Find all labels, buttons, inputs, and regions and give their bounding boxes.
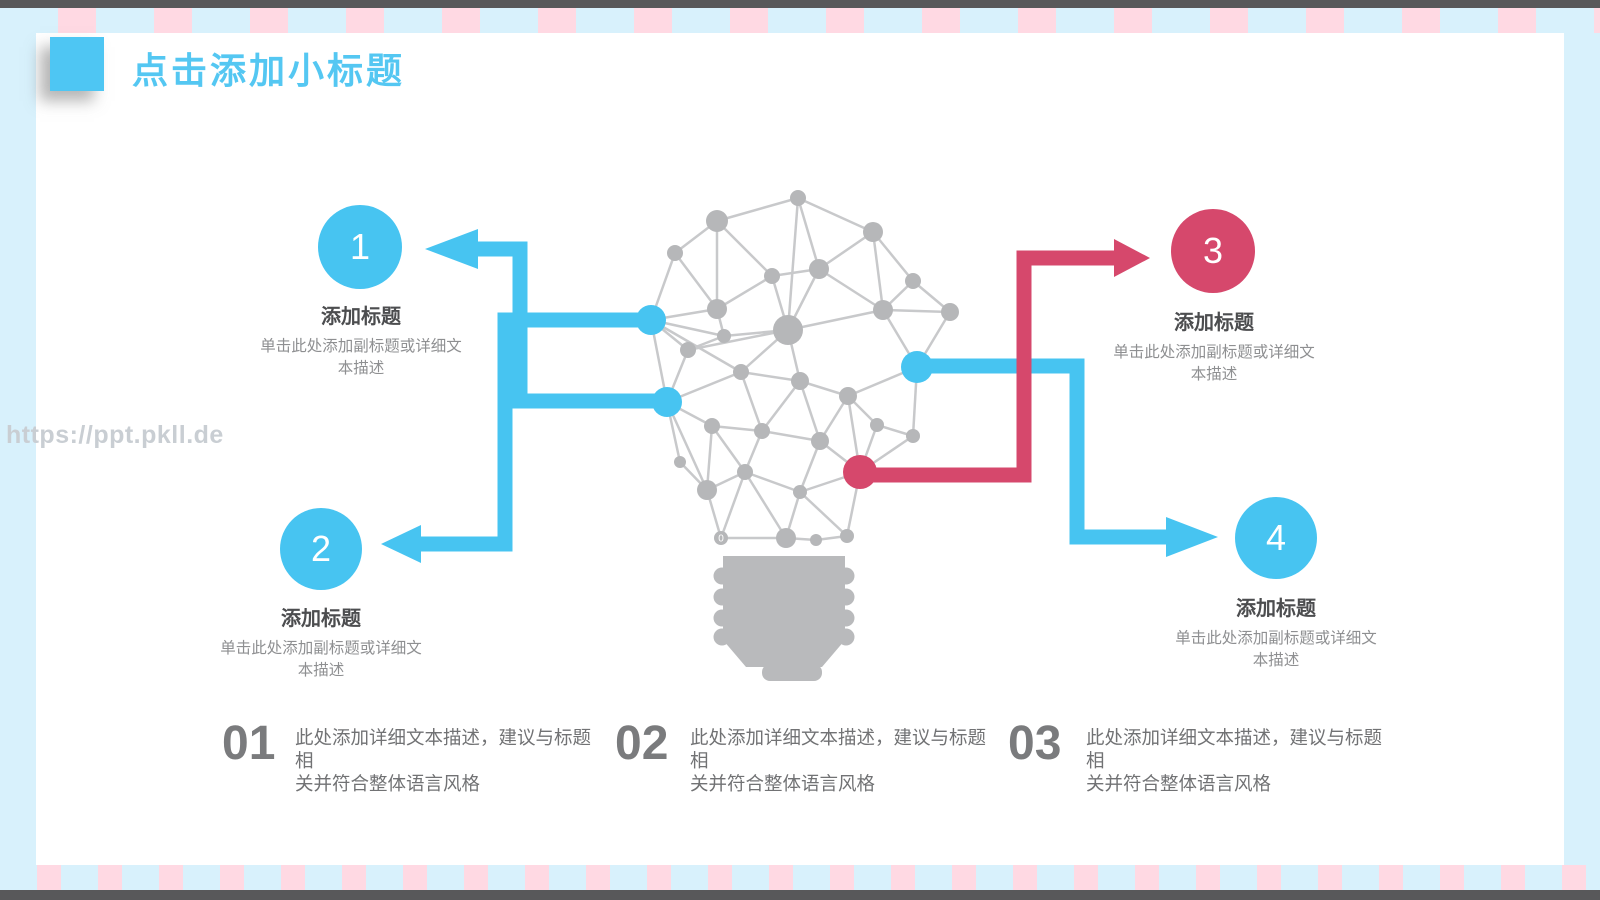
bulb-node xyxy=(791,372,809,390)
bulb-node xyxy=(754,423,770,439)
connector-3 xyxy=(862,239,1150,483)
content-panel xyxy=(36,33,1564,865)
bottom-item-3-number: 03 xyxy=(1008,717,1062,770)
bulb-node xyxy=(906,429,920,443)
bottom-item-3-line2: 关并符合整体语言风格 xyxy=(1086,773,1272,794)
callout-1-circle[interactable]: 1 xyxy=(318,205,402,289)
callout-2-title: 添加标题 xyxy=(281,608,361,630)
bulb-node-blue xyxy=(652,387,682,417)
callout-1-desc-line2: 本描述 xyxy=(337,360,385,377)
callout-4-textblock[interactable]: 添加标题 单击此处添加副标题或详细文 本描述 xyxy=(1136,592,1416,672)
bulb-node xyxy=(737,464,753,480)
bulb-node xyxy=(704,418,720,434)
bulb-node xyxy=(870,418,884,432)
bulb-node xyxy=(905,273,921,289)
connector-1 xyxy=(425,229,667,409)
bulb-node xyxy=(697,480,717,500)
bulb-node xyxy=(733,364,749,380)
callout-2-number: 2 xyxy=(310,528,332,569)
callout-4-desc-line2: 本描述 xyxy=(1252,652,1300,669)
callout-4-circle[interactable]: 4 xyxy=(1235,497,1317,579)
bottom-item-2-line1: 此处添加详细文本描述，建议与标题相 xyxy=(690,727,987,771)
left-edge-stripe xyxy=(0,33,36,865)
bulb-base xyxy=(713,556,855,681)
bottom-item-3-text[interactable]: 此处添加详细文本描述，建议与标题相 关并符合整体语言风格 xyxy=(1086,726,1386,795)
callout-1-title: 添加标题 xyxy=(321,306,401,328)
bulb-node-blue xyxy=(901,351,933,383)
bottom-item-1-line1: 此处添加详细文本描述，建议与标题相 xyxy=(295,727,592,771)
bulb-node xyxy=(773,315,803,345)
bulb-node xyxy=(811,432,829,450)
bottom-item-1-number: 01 xyxy=(222,717,276,770)
bulb-node xyxy=(793,485,807,499)
bulb-node-blue xyxy=(636,305,666,335)
bottom-item-1-text[interactable]: 此处添加详细文本描述，建议与标题相 关并符合整体语言风格 xyxy=(295,726,595,795)
top-dark-bar xyxy=(0,0,1600,8)
bulb-node xyxy=(863,222,883,242)
bulb-node-red xyxy=(843,455,877,489)
callout-3-desc-line1: 单击此处添加副标题或详细文 xyxy=(1113,344,1315,361)
bulb-node xyxy=(790,190,806,206)
callout-3-circle[interactable]: 3 xyxy=(1171,209,1255,293)
bottom-dark-bar xyxy=(0,890,1600,900)
bottom-item-1-line2: 关并符合整体语言风格 xyxy=(295,773,481,794)
bulb-node xyxy=(810,534,822,546)
bulb-node xyxy=(776,528,796,548)
bulb-node xyxy=(714,531,728,545)
callout-4-desc-line1: 单击此处添加副标题或详细文 xyxy=(1175,630,1377,647)
bulb-node xyxy=(839,387,857,405)
callout-3-title: 添加标题 xyxy=(1174,312,1254,334)
bottom-item-2-text[interactable]: 此处添加详细文本描述，建议与标题相 关并符合整体语言风格 xyxy=(690,726,990,795)
watermark: https://ppt.pkll.de xyxy=(6,421,224,449)
callout-2-textblock[interactable]: 添加标题 单击此处添加副标题或详细文 本描述 xyxy=(181,602,461,682)
bulb-network-nodes: 0 xyxy=(636,190,959,548)
callout-1-number: 1 xyxy=(349,226,371,267)
connector-2 xyxy=(381,312,650,563)
bulb-node xyxy=(941,303,959,321)
callout-2-circle[interactable]: 2 xyxy=(280,508,362,590)
callout-1-textblock[interactable]: 添加标题 单击此处添加副标题或详细文 本描述 xyxy=(221,300,501,380)
connector-4 xyxy=(919,358,1218,557)
bulb-node xyxy=(809,259,829,279)
bulb-node xyxy=(707,299,727,319)
right-edge-stripe xyxy=(1564,33,1600,865)
bulb-node-zero-label: 0 xyxy=(718,534,724,545)
callout-3-textblock[interactable]: 添加标题 单击此处添加副标题或详细文 本描述 xyxy=(1074,306,1354,386)
callout-2-desc-line2: 本描述 xyxy=(297,662,345,679)
bulb-node xyxy=(840,529,854,543)
page-title[interactable]: 点击添加小标题 xyxy=(132,50,406,91)
bulb-node xyxy=(706,210,728,232)
callout-4-number: 4 xyxy=(1265,517,1287,558)
top-stripe-band xyxy=(0,8,1600,33)
title-accent-square xyxy=(50,37,104,91)
bottom-item-2-line2: 关并符合整体语言风格 xyxy=(690,773,876,794)
bulb-node xyxy=(674,456,686,468)
callout-3-number: 3 xyxy=(1202,230,1224,271)
callout-1-desc-line1: 单击此处添加副标题或详细文 xyxy=(260,338,462,355)
bulb-node xyxy=(717,329,731,343)
bulb-node xyxy=(873,300,893,320)
callout-2-desc-line1: 单击此处添加副标题或详细文 xyxy=(220,640,422,657)
callout-3-desc-line2: 本描述 xyxy=(1190,366,1238,383)
bulb-node xyxy=(667,245,683,261)
bottom-item-2-number: 02 xyxy=(615,717,669,770)
bottom-item-3-line1: 此处添加详细文本描述，建议与标题相 xyxy=(1086,727,1383,771)
bulb-node xyxy=(680,342,696,358)
bottom-stripe-band xyxy=(0,865,1600,890)
callout-4-title: 添加标题 xyxy=(1236,598,1316,620)
bulb-node xyxy=(764,268,780,284)
